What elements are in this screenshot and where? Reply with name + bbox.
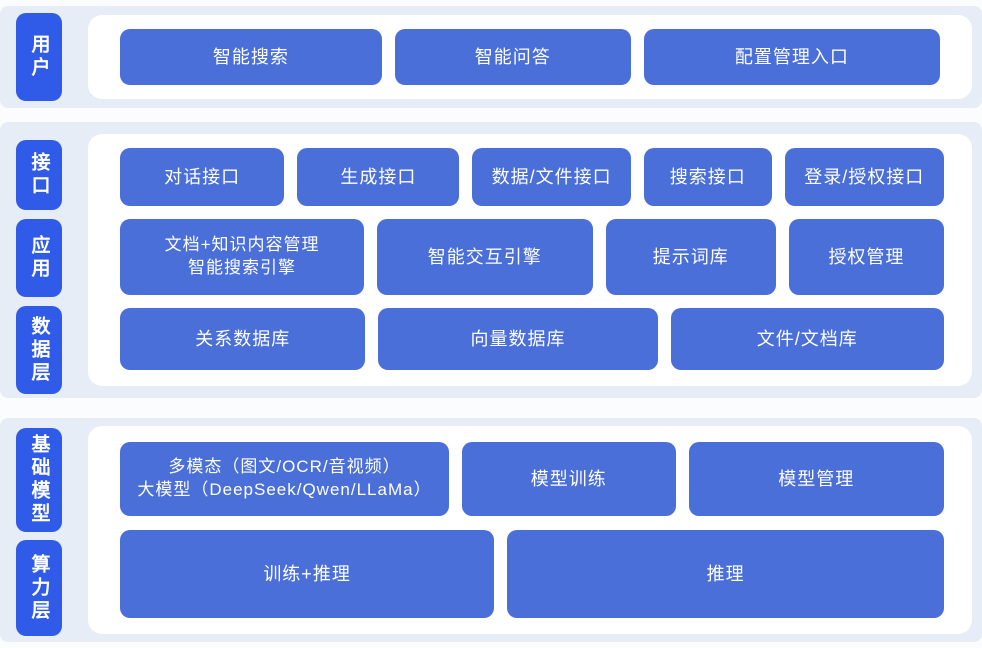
node-login-auth-api: 登录/授权接口 xyxy=(784,148,944,206)
card-user-layer: 智能搜索 智能问答 配置管理入口 xyxy=(88,15,972,99)
node-dialog-api: 对话接口 xyxy=(120,148,285,206)
node-line2: 大模型（DeepSeek/Qwen/LLaMa） xyxy=(137,480,432,499)
node-multimodal-llm: 多模态（图文/OCR/音视频） 大模型（DeepSeek/Qwen/LLaMa） xyxy=(120,442,449,516)
node-interaction-engine: 智能交互引擎 xyxy=(377,219,593,295)
card-middle-layers: 对话接口 生成接口 数据/文件接口 搜索接口 登录/授权接口 文档+知识内容管理… xyxy=(88,134,972,386)
node-line1: 多模态（图文/OCR/音视频） xyxy=(168,457,401,477)
band-foundation-compute: 基础模型 算力层 多模态（图文/OCR/音视频） 大模型（DeepSeek/Qw… xyxy=(0,418,982,642)
node-line2: 智能搜索引擎 xyxy=(188,258,297,277)
node-config-management-entry: 配置管理入口 xyxy=(643,29,941,85)
node-training-inference: 训练+推理 xyxy=(120,530,495,618)
node-relational-db: 关系数据库 xyxy=(120,308,366,370)
node-generation-api: 生成接口 xyxy=(297,148,460,206)
node-model-training: 模型训练 xyxy=(461,442,676,516)
node-authorization-management: 授权管理 xyxy=(788,219,944,295)
layer-label-api: 接口 xyxy=(16,140,62,210)
node-model-management: 模型管理 xyxy=(688,442,944,516)
row-compute-layer: 训练+推理 推理 xyxy=(120,530,944,618)
layer-label-compute: 算力层 xyxy=(16,540,62,636)
node-search-api: 搜索接口 xyxy=(643,148,772,206)
node-prompt-library: 提示词库 xyxy=(605,219,776,295)
node-line1: 文档+知识内容管理 xyxy=(164,235,320,255)
card-foundation-compute: 多模态（图文/OCR/音视频） 大模型（DeepSeek/Qwen/LLaMa）… xyxy=(88,426,972,634)
node-smart-search: 智能搜索 xyxy=(120,29,382,85)
layer-label-user: 用户 xyxy=(16,13,62,101)
layer-rail-middle: 接口 应用 数据层 xyxy=(0,122,78,398)
row-user-entries: 智能搜索 智能问答 配置管理入口 xyxy=(120,29,941,85)
layer-label-data: 数据层 xyxy=(16,306,62,394)
node-vector-db: 向量数据库 xyxy=(378,308,658,370)
node-file-doc-store: 文件/文档库 xyxy=(670,308,944,370)
row-foundation-model-layer: 多模态（图文/OCR/音视频） 大模型（DeepSeek/Qwen/LLaMa）… xyxy=(120,442,944,516)
band-user-layer: 用户 智能搜索 智能问答 配置管理入口 xyxy=(0,6,982,108)
layer-rail-user: 用户 xyxy=(0,6,78,108)
layer-label-application: 应用 xyxy=(16,219,62,297)
node-smart-qa: 智能问答 xyxy=(394,29,631,85)
node-inference: 推理 xyxy=(507,530,944,618)
layer-label-foundation-model: 基础模型 xyxy=(16,428,62,532)
row-api-layer: 对话接口 生成接口 数据/文件接口 搜索接口 登录/授权接口 xyxy=(120,148,944,206)
node-doc-knowledge-management: 文档+知识内容管理 智能搜索引擎 xyxy=(120,219,365,295)
row-application-layer: 文档+知识内容管理 智能搜索引擎 智能交互引擎 提示词库 授权管理 xyxy=(120,219,944,295)
band-middle-layers: 接口 应用 数据层 对话接口 生成接口 数据/文件接口 搜索接口 登录/授权接口… xyxy=(0,122,982,398)
row-data-layer: 关系数据库 向量数据库 文件/文档库 xyxy=(120,308,944,370)
node-data-file-api: 数据/文件接口 xyxy=(472,148,631,206)
layer-rail-bottom: 基础模型 算力层 xyxy=(0,418,78,642)
